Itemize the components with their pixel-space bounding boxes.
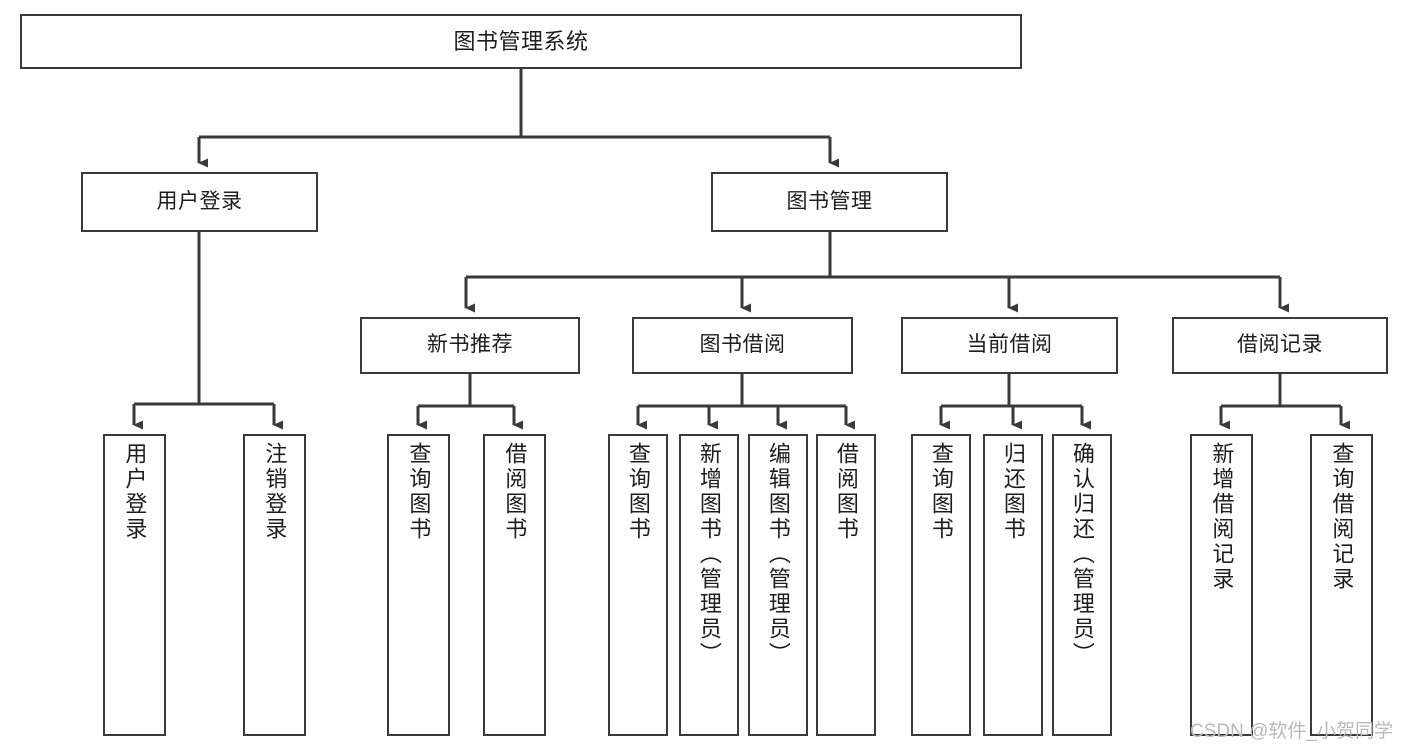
node-label: 查询图书 bbox=[406, 442, 432, 542]
node-new-book-recommend[interactable]: 新书推荐 bbox=[360, 317, 580, 374]
node-user-login[interactable]: 用户登录 bbox=[81, 172, 318, 232]
node-leaf-return-book[interactable]: 归还图书 bbox=[983, 434, 1043, 736]
csdn-watermark: CSDN @软件_小贺同学 bbox=[1190, 721, 1393, 742]
node-leaf-query-book-3[interactable]: 查询图书 bbox=[911, 434, 971, 736]
node-leaf-borrow-book-2[interactable]: 借阅图书 bbox=[816, 434, 876, 736]
node-leaf-query-book-2[interactable]: 查询图书 bbox=[608, 434, 668, 736]
node-label: 图书管理系统 bbox=[453, 28, 589, 54]
node-label: 新增图书（管理员） bbox=[696, 442, 722, 667]
node-label: 注销登录 bbox=[262, 442, 288, 542]
node-label: 查询借阅记录 bbox=[1329, 442, 1355, 592]
node-label: 新增借阅记录 bbox=[1209, 442, 1235, 592]
node-label: 用户登录 bbox=[122, 442, 148, 542]
node-current-borrow[interactable]: 当前借阅 bbox=[901, 317, 1118, 374]
node-leaf-add-record[interactable]: 新增借阅记录 bbox=[1190, 434, 1253, 736]
node-book-borrow[interactable]: 图书借阅 bbox=[632, 317, 853, 374]
node-leaf-confirm-return[interactable]: 确认归还（管理员） bbox=[1052, 434, 1112, 736]
node-leaf-borrow-book-1[interactable]: 借阅图书 bbox=[483, 434, 546, 736]
node-label: 图书借阅 bbox=[699, 333, 786, 357]
node-label: 用户登录 bbox=[156, 189, 243, 213]
node-label: 借阅图书 bbox=[833, 442, 859, 542]
node-label: 查询图书 bbox=[928, 442, 954, 542]
node-label: 编辑图书（管理员） bbox=[765, 442, 791, 667]
node-leaf-query-record[interactable]: 查询借阅记录 bbox=[1310, 434, 1373, 736]
node-label: 归还图书 bbox=[1000, 442, 1026, 542]
node-label: 当前借阅 bbox=[966, 333, 1053, 357]
node-leaf-user-login[interactable]: 用户登录 bbox=[103, 434, 166, 736]
node-book-management[interactable]: 图书管理 bbox=[711, 172, 948, 232]
node-label: 新书推荐 bbox=[427, 333, 513, 357]
node-root-system[interactable]: 图书管理系统 bbox=[20, 14, 1022, 69]
node-leaf-add-book[interactable]: 新增图书（管理员） bbox=[679, 434, 739, 736]
node-label: 查询图书 bbox=[625, 442, 651, 542]
node-leaf-query-book-1[interactable]: 查询图书 bbox=[387, 434, 450, 736]
node-label: 借阅记录 bbox=[1237, 333, 1323, 357]
node-borrow-record[interactable]: 借阅记录 bbox=[1172, 317, 1388, 374]
node-leaf-logout[interactable]: 注销登录 bbox=[243, 434, 306, 736]
node-label: 图书管理 bbox=[786, 189, 873, 213]
node-label: 借阅图书 bbox=[502, 442, 528, 542]
node-label: 确认归还（管理员） bbox=[1069, 442, 1095, 667]
node-leaf-edit-book[interactable]: 编辑图书（管理员） bbox=[748, 434, 808, 736]
